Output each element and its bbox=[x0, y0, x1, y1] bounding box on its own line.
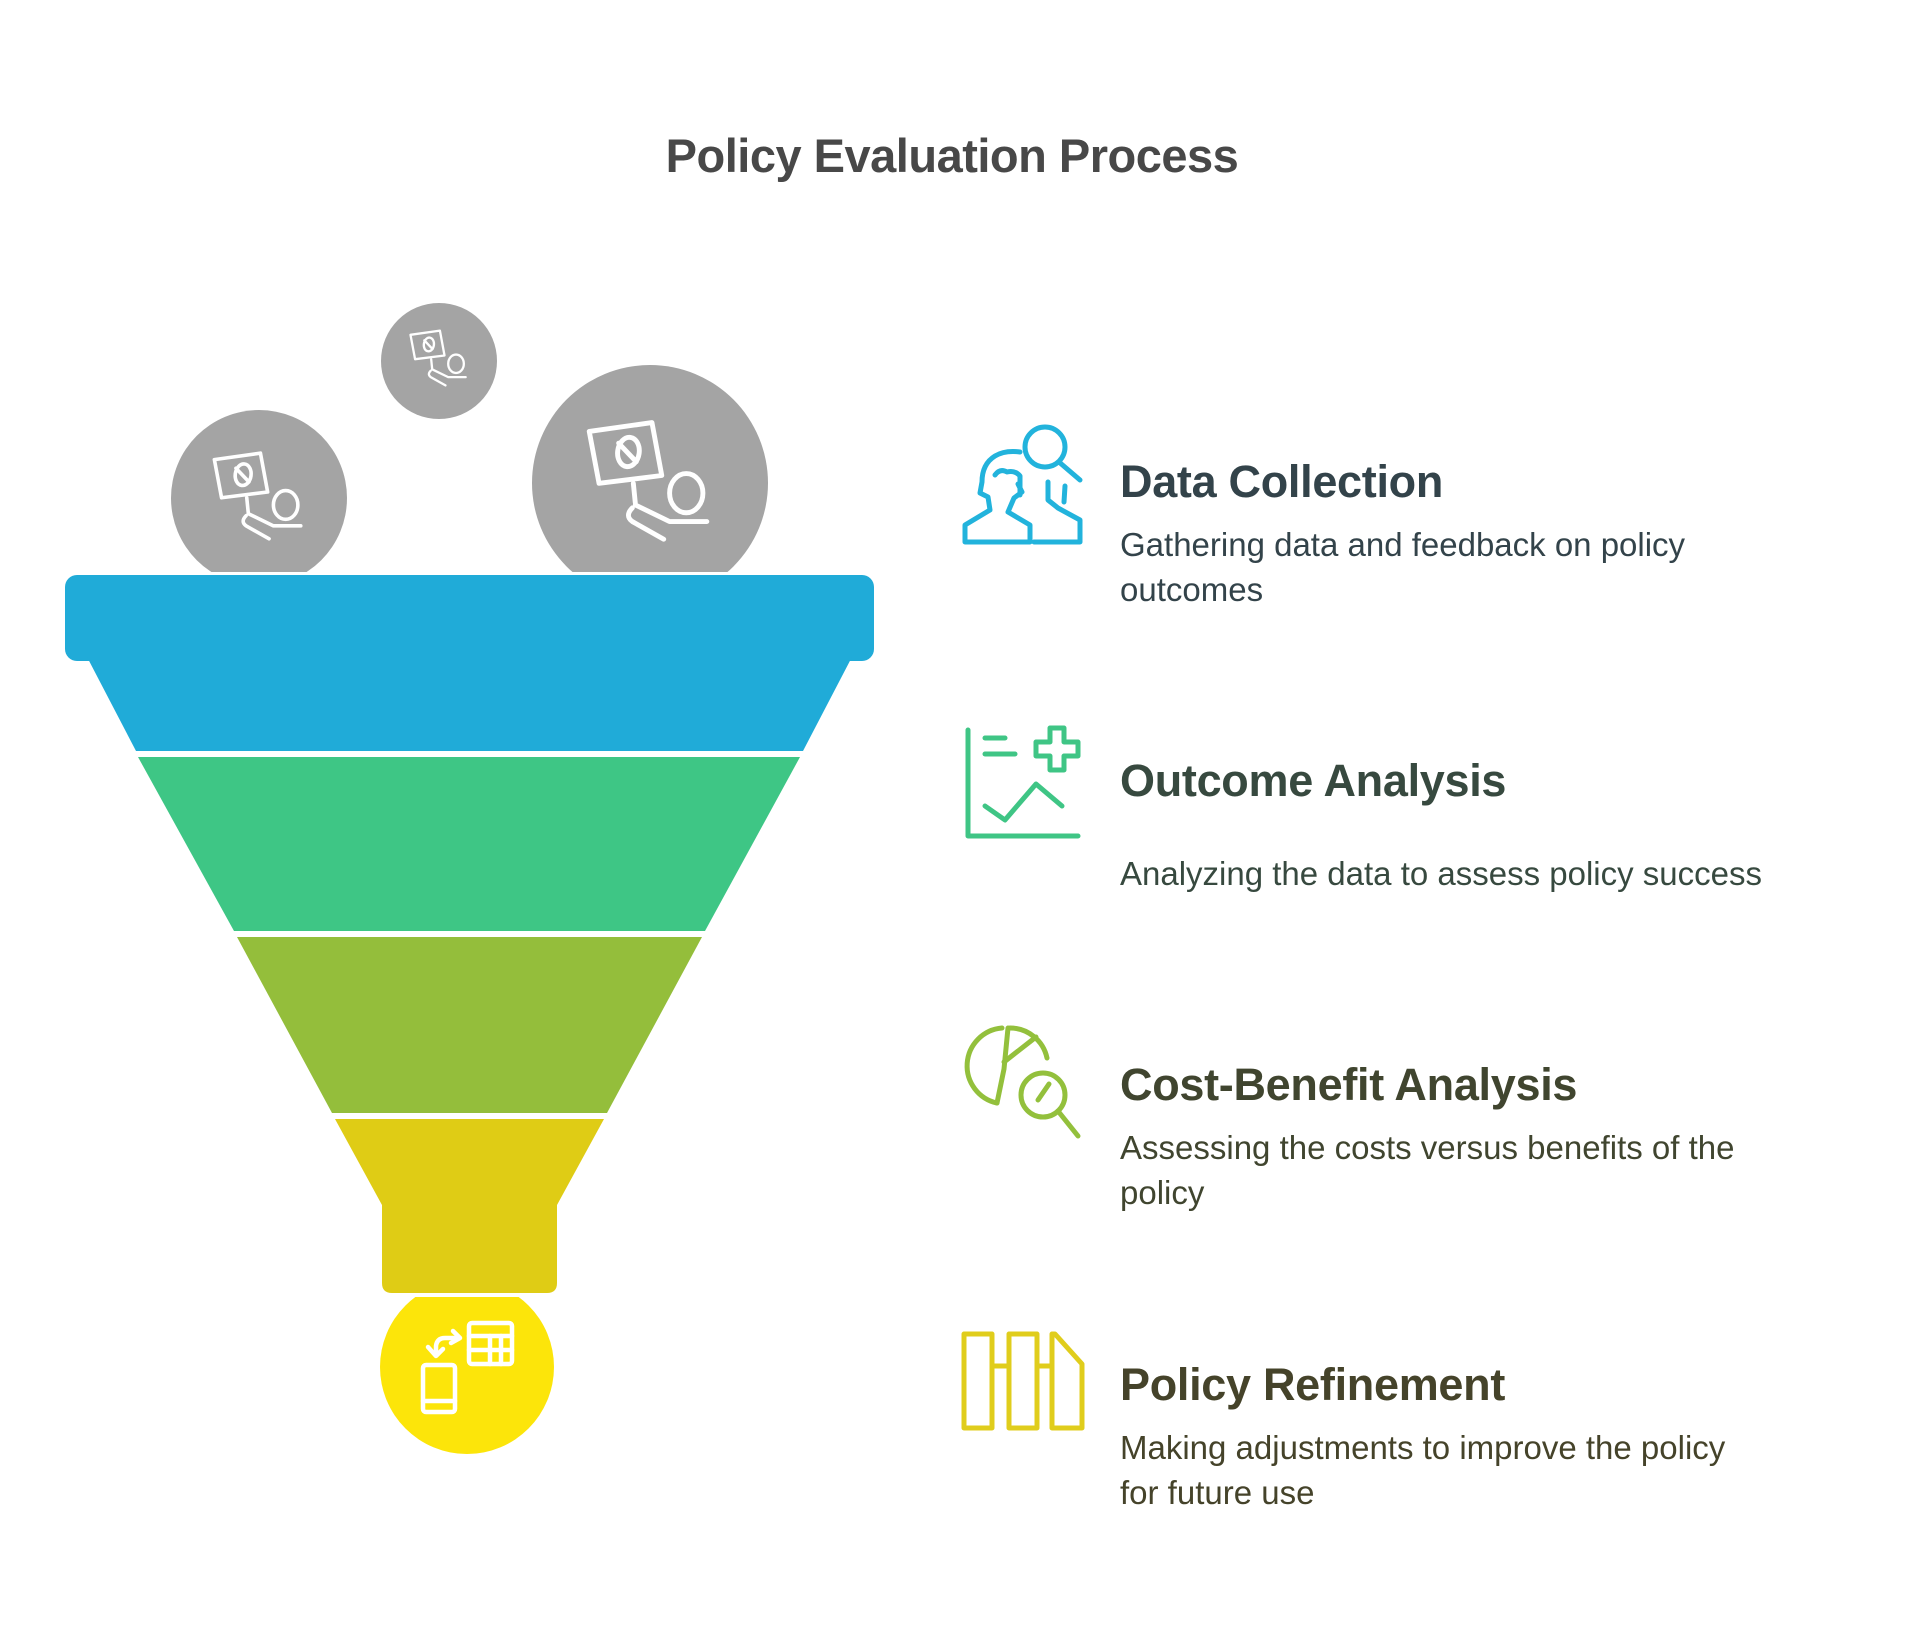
step-outcome-analysis: Outcome Analysis Analyzing the data to a… bbox=[1120, 755, 1880, 896]
step-data-collection: Data Collection Gathering data and feedb… bbox=[1120, 456, 1880, 612]
phone-to-spreadsheet-icon bbox=[420, 1320, 515, 1415]
funnel-stage-4 bbox=[335, 1119, 604, 1293]
chart-plus-icon bbox=[965, 725, 1081, 839]
step-description: Gathering data and feedback on policy ou… bbox=[1120, 526, 1686, 608]
page-title: Policy Evaluation Process bbox=[665, 129, 1239, 182]
step-description: Assessing the costs versus benefits of t… bbox=[1120, 1129, 1735, 1211]
funnel-diagram bbox=[65, 303, 874, 1454]
output-circle bbox=[380, 1297, 554, 1454]
step-heading: Outcome Analysis bbox=[1120, 755, 1507, 806]
input-circle-large bbox=[532, 365, 768, 572]
input-circle-medium bbox=[171, 410, 347, 572]
pie-chart-magnifier-icon bbox=[964, 1025, 1081, 1139]
step-policy-refinement: Policy Refinement Making adjustments to … bbox=[1120, 1359, 1880, 1515]
step-heading: Cost-Benefit Analysis bbox=[1120, 1059, 1578, 1110]
refinement-bars-icon bbox=[961, 1331, 1085, 1431]
funnel-stage-1 bbox=[65, 575, 874, 751]
input-circle-small bbox=[381, 303, 497, 419]
step-description: Making adjustments to improve the policy… bbox=[1120, 1429, 1726, 1511]
funnel-stage-2 bbox=[138, 757, 800, 931]
people-search-icon bbox=[962, 424, 1083, 545]
step-heading: Data Collection bbox=[1120, 456, 1444, 507]
funnel-stage-3 bbox=[237, 937, 702, 1113]
step-cost-benefit-analysis: Cost-Benefit Analysis Assessing the cost… bbox=[1120, 1059, 1880, 1215]
step-heading: Policy Refinement bbox=[1120, 1359, 1506, 1410]
step-description: Analyzing the data to assess policy succ… bbox=[1120, 855, 1763, 892]
